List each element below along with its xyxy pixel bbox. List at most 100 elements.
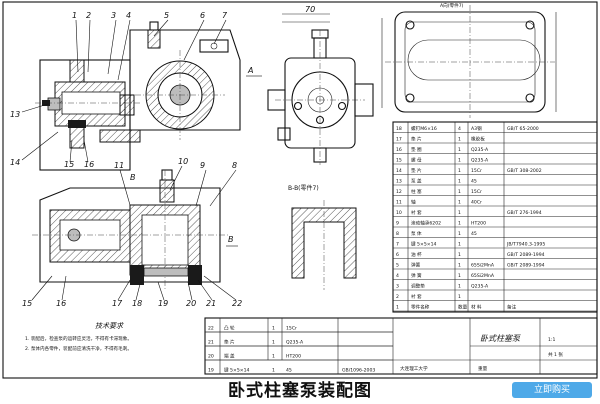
flange-caption: A向(零件7) — [440, 2, 464, 9]
bom-std: JB/T7940.3-1995 — [506, 242, 545, 248]
bom-qty: 1 — [458, 179, 461, 185]
bom-low-name: 凸 轮 — [224, 325, 235, 332]
tech-requirements: 技术要求 1. 装配后，检查泵的运转应灵活，不得有卡滞现象。 2. 泵体内各零件… — [25, 322, 132, 352]
bom-mat: Q235-A — [471, 147, 489, 153]
bom-name: 油 杯 — [411, 251, 422, 258]
bom-no: 16 — [396, 147, 402, 153]
bom-mat: Q235-A — [471, 284, 489, 290]
bom-no: 18 — [396, 126, 402, 132]
bom-name: 轴 — [411, 199, 416, 206]
dimension-70: 70 — [305, 5, 315, 14]
bom-low-no: 19 — [208, 368, 214, 374]
bom-qty: 1 — [458, 284, 461, 290]
bom-qty: 1 — [458, 252, 461, 258]
bom-low-no: 21 — [208, 340, 214, 346]
bom-no: 6 — [396, 252, 399, 258]
bom-qty: 1 — [458, 137, 461, 143]
callout-3: 3 — [111, 11, 116, 20]
bb-section-label: B-B(零件7) — [288, 184, 319, 192]
bom-name: 滚动轴承6202 — [411, 220, 441, 227]
bom-name: 衬 套 — [411, 293, 422, 300]
bom-no: 9 — [396, 221, 399, 227]
bom-qty: 数量 — [458, 304, 468, 311]
bom-mat: 65Si2MnA — [471, 263, 495, 269]
bom-low-mat: Q235-A — [286, 340, 304, 346]
bom-no: 5 — [396, 263, 399, 269]
bom-mat: 45 — [471, 231, 477, 237]
bom-name: 螺 母 — [411, 157, 422, 164]
callout-21: 21 — [206, 299, 216, 308]
bom-low-mat: 15Cr — [286, 326, 297, 332]
bom-mat: HT200 — [471, 221, 486, 227]
bom-low-no: 22 — [208, 326, 214, 332]
bom-std: GB/T 2089-1994 — [507, 252, 545, 258]
side-view: 70 — [267, 5, 374, 165]
callout-14: 14 — [10, 158, 20, 167]
buy-now-button[interactable]: 立即购买 — [512, 382, 592, 398]
bb-section: B-B(零件7) — [288, 184, 357, 290]
bom-name: 垫 片 — [411, 167, 422, 174]
callout-22: 22 — [232, 299, 242, 308]
bom-name: 垫 片 — [411, 136, 422, 143]
bom-low-qty: 1 — [272, 368, 275, 374]
bom-std: 备注 — [507, 304, 517, 311]
bom-qty: 1 — [458, 168, 461, 174]
bom-name: 零件名称 — [411, 304, 430, 311]
part-name: 卧式柱塞泵 — [480, 334, 521, 343]
bom-qty: 1 — [458, 221, 461, 227]
callout-6: 6 — [200, 11, 205, 20]
bom-qty: 4 — [458, 126, 461, 132]
bom-qty: 1 — [458, 147, 461, 153]
bom-low-qty: 1 — [272, 354, 275, 360]
callout-1: 1 — [72, 11, 77, 20]
bom-qty: 1 — [458, 294, 461, 300]
callout-16: 16 — [84, 160, 94, 169]
bom-name: 柱 塞 — [411, 188, 422, 195]
callout-13: 13 — [10, 110, 20, 119]
scale-value: 1:1 — [548, 337, 555, 343]
bom-name: 衬 套 — [411, 209, 422, 216]
bom-low-name: 端 盖 — [224, 353, 235, 360]
view-label-b-top: B — [130, 173, 136, 182]
view-label-b: B — [228, 235, 234, 244]
bom-low-mat: 45 — [286, 368, 292, 374]
bom-name: 泵 盖 — [411, 178, 422, 185]
bom-mat: A3钢 — [471, 125, 482, 132]
callout-5: 5 — [164, 11, 169, 20]
bom-low-std: GB/1096-2003 — [342, 368, 375, 374]
bom-mat: 15Cr — [471, 168, 482, 174]
bom-no: 13 — [396, 179, 402, 185]
drawing-caption: 卧式柱塞泵装配图 — [228, 380, 372, 400]
bom-no: 15 — [396, 158, 402, 164]
callout-2: 2 — [86, 11, 91, 20]
bom-name: 键 5×5×14 — [411, 241, 437, 248]
bom-mat: 橡胶板 — [471, 136, 485, 143]
bom-low-name: 键 5×5×14 — [224, 367, 250, 374]
bom-mat: 材 料 — [471, 304, 482, 311]
bom-low-qty: 1 — [272, 326, 275, 332]
bom-qty: 1 — [458, 210, 461, 216]
school-name: 大连理工大学 — [400, 365, 428, 372]
bom-mat: 40Cr — [471, 200, 482, 206]
callout-18: 18 — [132, 299, 142, 308]
callout-4: 4 — [126, 11, 131, 20]
callout-20: 20 — [186, 299, 196, 308]
weight-label: 重量 — [478, 365, 488, 372]
bom-std: GB/T 65-2000 — [507, 126, 539, 132]
bom-low-mat: HT200 — [286, 354, 301, 360]
view-label-a: A — [247, 66, 253, 75]
callout-19: 19 — [158, 299, 168, 308]
bom-qty: 1 — [458, 273, 461, 279]
tech-req-title: 技术要求 — [95, 322, 124, 330]
bom-mat: Q235-A — [471, 158, 489, 164]
bom-mat: 15Cr — [471, 189, 482, 195]
bom-std: GB/T 276-1994 — [507, 210, 542, 216]
bom-mat: 45 — [471, 179, 477, 185]
callout-15: 15 — [64, 160, 74, 169]
bom-no: 1 — [396, 305, 399, 311]
bom-no: 8 — [396, 231, 399, 237]
